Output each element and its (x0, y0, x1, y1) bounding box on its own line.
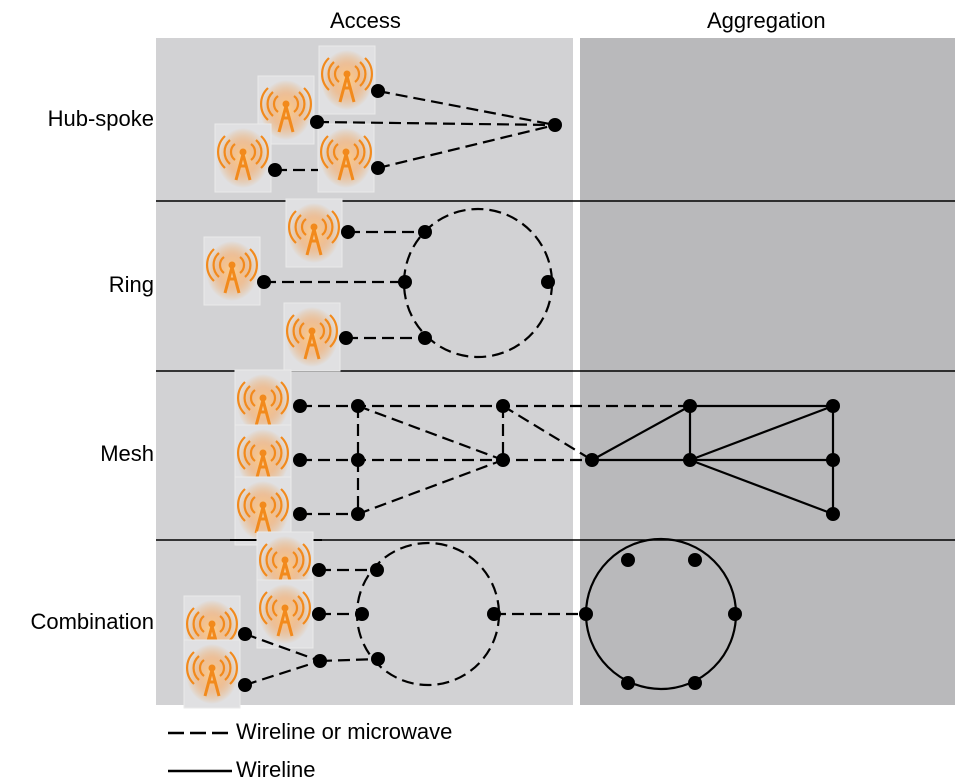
network-node (268, 163, 282, 177)
radio-tower-icon (284, 197, 344, 269)
radio-tower-icon (213, 122, 273, 194)
row-label-ring: Ring (108, 272, 154, 297)
mesh-node (496, 453, 510, 467)
aggregation-node (688, 676, 702, 690)
hub-node (548, 118, 562, 132)
radio-tower-icon (255, 578, 315, 650)
column-title-aggregation: Aggregation (707, 8, 826, 33)
network-node (313, 654, 327, 668)
network-node (293, 507, 307, 521)
network-node (312, 563, 326, 577)
mesh-node (496, 399, 510, 413)
row-label-combination: Combination (30, 609, 154, 634)
network-node (312, 607, 326, 621)
ring-node (370, 563, 384, 577)
mesh-node (351, 453, 365, 467)
ring-node (398, 275, 412, 289)
ring-node (418, 331, 432, 345)
mesh-node (351, 507, 365, 521)
ring-node (418, 225, 432, 239)
legend-label-solid: Wireline (236, 757, 316, 782)
aggregation-node (683, 453, 697, 467)
legend-label-dashed: Wireline or microwave (236, 719, 453, 744)
network-node (310, 115, 324, 129)
network-node (371, 84, 385, 98)
network-node (341, 225, 355, 239)
mesh-node (351, 399, 365, 413)
radio-tower-icon (182, 638, 242, 710)
radio-tower-icon (202, 235, 262, 307)
mesh-topology (233, 368, 840, 547)
network-node (238, 627, 252, 641)
network-node (339, 331, 353, 345)
radio-tower-icon (282, 301, 342, 373)
aggregation-node (579, 607, 593, 621)
aggregation-node (683, 399, 697, 413)
aggregation-node (688, 553, 702, 567)
network-node (293, 453, 307, 467)
ring-node (371, 652, 385, 666)
aggregation-node (826, 399, 840, 413)
row-label-mesh: Mesh (100, 441, 154, 466)
ring-node (541, 275, 555, 289)
aggregation-node (728, 607, 742, 621)
network-node (238, 678, 252, 692)
ring-node (355, 607, 369, 621)
aggregation-node (621, 553, 635, 567)
radio-tower-icon (316, 122, 376, 194)
hub-spoke-topology (213, 44, 562, 194)
aggregation-node (826, 453, 840, 467)
row-label-hub-spoke: Hub-spoke (47, 106, 154, 131)
network-node (293, 399, 307, 413)
column-title-access: Access (330, 8, 401, 33)
ring-topology (202, 197, 555, 373)
network-node (257, 275, 271, 289)
aggregation-node (621, 676, 635, 690)
aggregation-node (826, 507, 840, 521)
aggregation-node (585, 453, 599, 467)
network-node (371, 161, 385, 175)
radio-tower-icon (317, 44, 377, 116)
combination-topology (182, 530, 742, 710)
ring-node (487, 607, 501, 621)
